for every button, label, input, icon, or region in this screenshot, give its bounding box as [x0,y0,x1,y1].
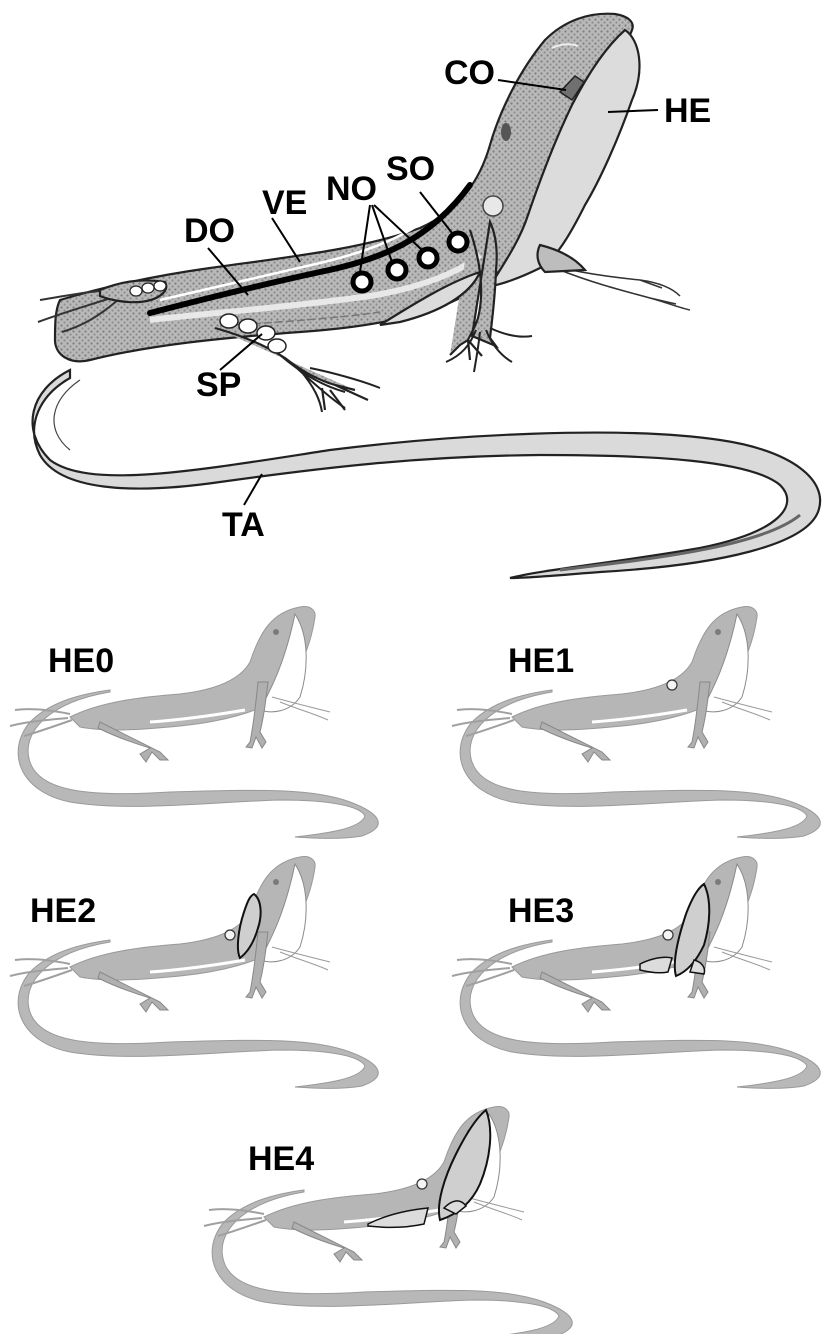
shoulder-spot [483,196,503,216]
sp-spot [220,314,238,328]
panel-he4: HE4 [204,1107,572,1334]
sp-spot [239,319,257,333]
shoulder-spot [663,930,673,940]
sp-spot [257,326,275,340]
label-co: CO [444,54,495,92]
panel-he1: HE1 [452,607,820,839]
label-sp: SP [196,366,241,404]
panel-label: HE2 [30,892,96,930]
eye [501,123,511,141]
panel-label: HE0 [48,642,114,680]
label-he: HE [664,92,711,130]
panel-label: HE3 [508,892,574,930]
panel-label: HE1 [508,642,574,680]
ocellus [449,233,467,251]
shoulder-spot [417,1179,427,1189]
sp-spot [268,339,286,353]
ocellus [388,261,406,279]
shoulder-spot [667,680,677,690]
shoulder-spot [225,930,235,940]
tail [33,370,821,578]
label-do: DO [184,212,235,250]
label-so: SO [386,150,435,188]
panel-he0: HE0 [10,607,378,839]
ocellus [353,273,371,291]
panel-he2: HE2 [10,857,378,1089]
label-no: NO [326,170,377,208]
label-ve: VE [262,184,307,222]
panel-label: HE4 [248,1140,314,1178]
ocellus [419,249,437,267]
label-ta: TA [222,506,265,544]
panel-he3: HE3 [452,857,820,1089]
